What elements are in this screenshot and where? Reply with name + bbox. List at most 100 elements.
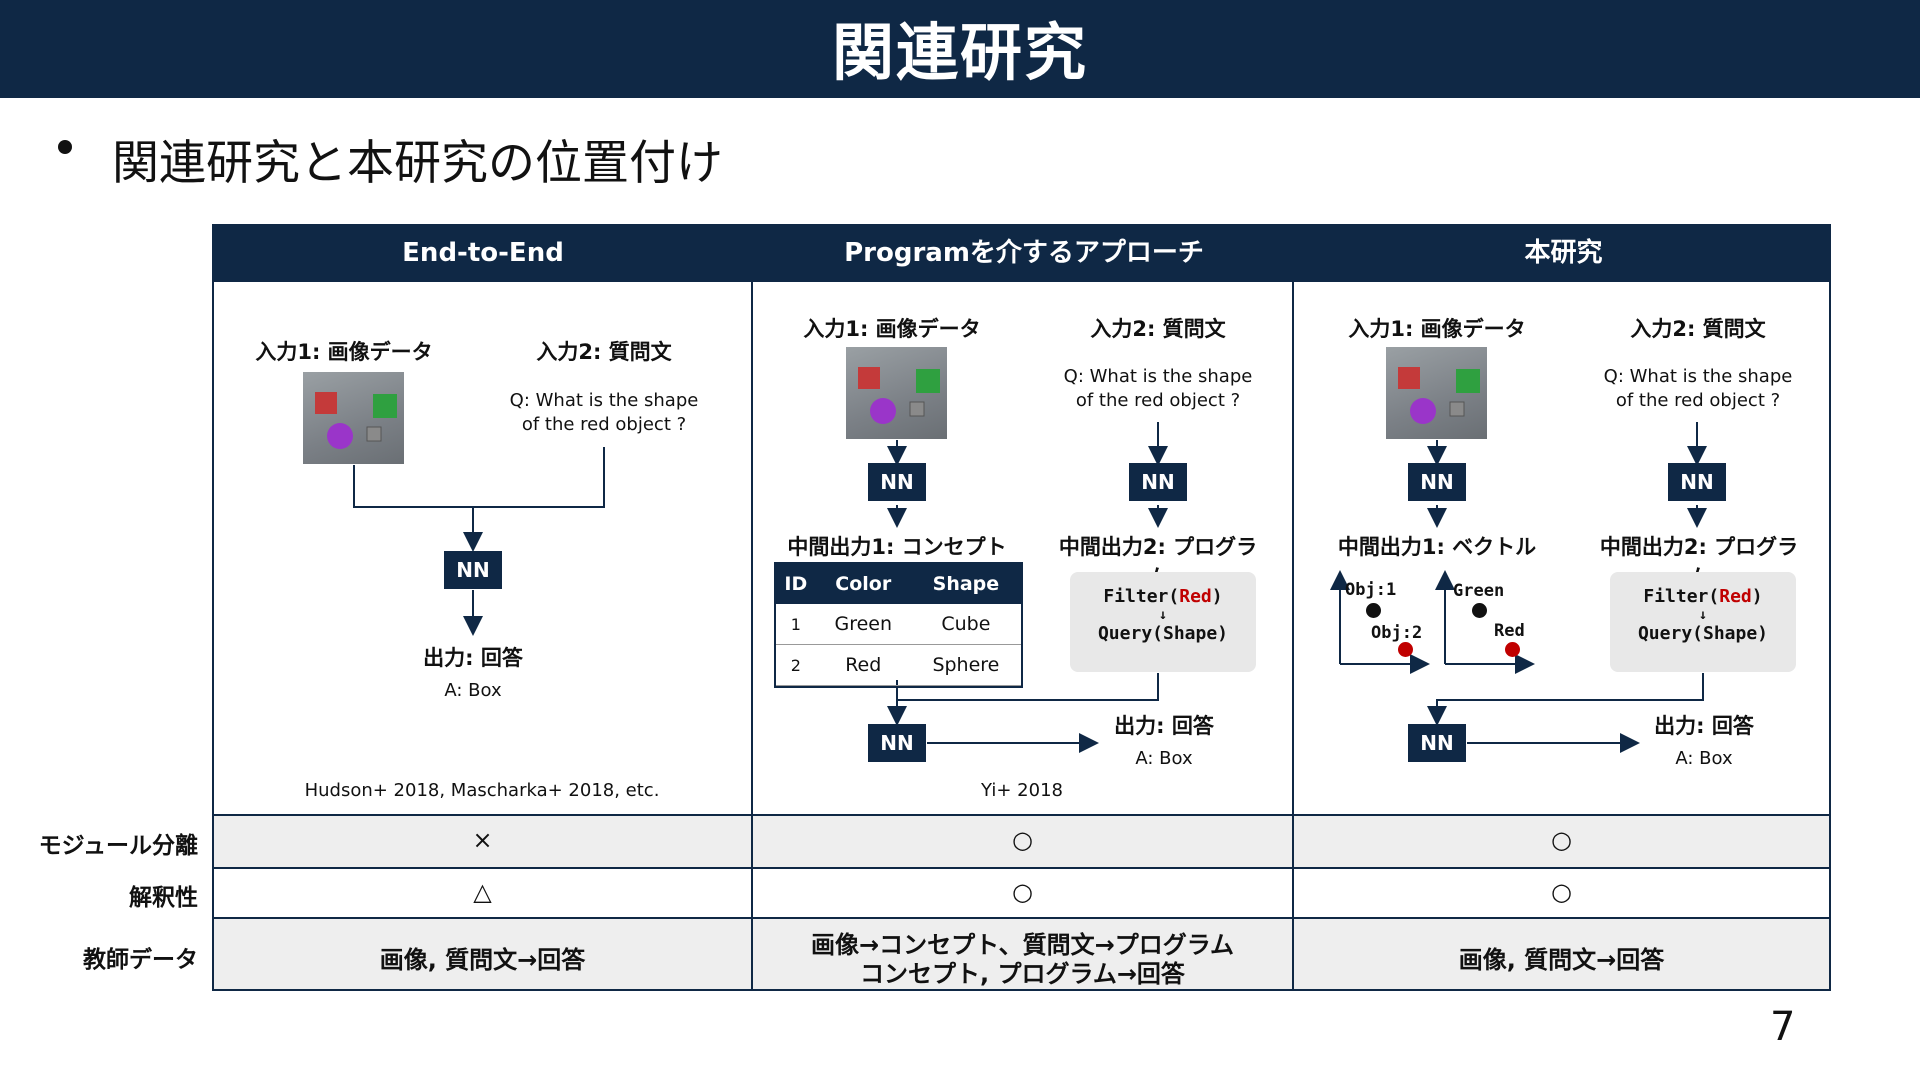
row-divider-2 [212, 867, 1831, 869]
module-program-mark: ○ [1012, 826, 1033, 854]
clevr-image [1386, 347, 1487, 439]
row-divider-3 [212, 917, 1831, 919]
program-query: Query(Shape) [1097, 623, 1229, 644]
ours-filter-arg: Red [1719, 586, 1752, 607]
page-title: 関連研究 [831, 16, 1088, 89]
ours-red-label: Red [1494, 621, 1525, 641]
ours-nn-box-3: NN [1408, 724, 1466, 762]
bullet-dot [58, 140, 72, 154]
ours-output-label: 出力: 回答 [1654, 714, 1754, 738]
table-row: 1 Green Cube [776, 604, 1021, 645]
col-head-e2e: End-to-End [402, 238, 564, 268]
interpret-e2e-mark: △ [473, 878, 492, 906]
supervision-ours: 画像, 質問文→回答 [1458, 946, 1665, 974]
obj2-point [1398, 642, 1413, 657]
col-divider-2 [1292, 224, 1294, 991]
program-output-label: 出力: 回答 [1114, 714, 1214, 738]
ours-green-label: Green [1453, 581, 1505, 601]
concept-cell: 2 [776, 644, 816, 686]
green-point [1472, 603, 1487, 618]
e2e-citation: Hudson+ 2018, Mascharka+ 2018, etc. [304, 780, 660, 801]
ours-mid2-label: 中間出力2: プログラム [1599, 535, 1799, 589]
ours-nn-box-2: NN [1668, 463, 1726, 501]
program-code-box: Filter(Red) ↓ Query(Shape) [1070, 572, 1256, 672]
program-question-line1: Q: What is the shape [1063, 366, 1253, 387]
e2e-nn-box: NN [444, 551, 502, 589]
module-e2e-mark: × [472, 826, 493, 854]
clevr-image [846, 347, 947, 439]
interpret-ours-mark: ○ [1551, 878, 1572, 906]
concept-col-color: Color [815, 564, 911, 604]
ours-code-box: Filter(Red) ↓ Query(Shape) [1610, 572, 1796, 672]
obj1-point [1366, 603, 1381, 618]
program-mid1-label: 中間出力1: コンセプト [787, 535, 1007, 559]
program-filter-line: Filter(Red) [1103, 586, 1223, 607]
clevr-scene-icon [858, 367, 940, 424]
concept-cell: 1 [776, 604, 816, 645]
clevr-scene-icon [1398, 367, 1480, 424]
module-ours-mark: ○ [1551, 826, 1572, 854]
e2e-answer: A: Box [444, 680, 502, 701]
title-bar [0, 0, 1920, 98]
program-question-line2: of the red object ? [1075, 390, 1241, 411]
ours-question-line1: Q: What is the shape [1603, 366, 1793, 387]
ours-query: Query(Shape) [1637, 623, 1769, 644]
col-divider-1 [751, 224, 753, 991]
ours-obj2-label: Obj:2 [1371, 623, 1423, 643]
concept-col-id: ID [776, 564, 816, 604]
e2e-input2-label: 入力2: 質問文 [536, 340, 672, 364]
e2e-input1-label: 入力1: 画像データ [255, 340, 433, 364]
supervision-e2e: 画像, 質問文→回答 [379, 946, 586, 974]
program-citation: Yi+ 2018 [981, 780, 1063, 801]
clevr-scene-icon [315, 392, 397, 449]
e2e-question-line1: Q: What is the shape [509, 390, 699, 411]
program-nn-box-3: NN [868, 724, 926, 762]
row-label-module: モジュール分離 [38, 833, 198, 859]
ours-mid1-label: 中間出力1: ベクトル [1337, 535, 1537, 559]
concept-col-shape: Shape [910, 564, 1021, 604]
col-head-program: Programを介するアプローチ [844, 238, 1204, 268]
program-answer: A: Box [1135, 748, 1193, 769]
supervision-row-bg [214, 919, 1829, 989]
program-filter-arg: Red [1179, 586, 1212, 607]
interpret-program-mark: ○ [1012, 878, 1033, 906]
program-input1-label: 入力1: 画像データ [803, 317, 981, 341]
concept-table-header: ID Color Shape [776, 564, 1021, 604]
concept-cell: Red [815, 644, 911, 686]
col-head-ours: 本研究 [1524, 238, 1603, 268]
ours-nn-box-1: NN [1408, 463, 1466, 501]
e2e-question-line2: of the red object ? [521, 414, 687, 435]
supervision-program-line2: コンセプト, プログラム→回答 [860, 960, 1185, 988]
comparison-table [212, 224, 1831, 991]
ours-filter-line: Filter(Red) [1643, 586, 1763, 607]
clevr-image [303, 372, 404, 464]
ours-question-line2: of the red object ? [1615, 390, 1781, 411]
program-filter: Filter [1103, 586, 1169, 607]
ours-answer: A: Box [1675, 748, 1733, 769]
bullet-text: 関連研究と本研究の位置付け [112, 136, 723, 191]
table-header: End-to-End Programを介するアプローチ 本研究 [212, 224, 1831, 282]
ours-obj1-label: Obj:1 [1345, 580, 1397, 600]
row-label-supervision: 教師データ [83, 947, 198, 973]
table-row: 2 Red Sphere [776, 644, 1021, 686]
red-point [1505, 642, 1520, 657]
row-label-interpret: 解釈性 [129, 885, 198, 911]
ours-input1-label: 入力1: 画像データ [1348, 317, 1526, 341]
ours-input2-label: 入力2: 質問文 [1630, 317, 1766, 341]
program-input2-label: 入力2: 質問文 [1090, 317, 1226, 341]
supervision-program-line1: 画像→コンセプト、質問文→プログラム [810, 931, 1235, 959]
e2e-output-label: 出力: 回答 [423, 646, 523, 670]
concept-cell: Sphere [910, 644, 1021, 686]
ours-arrow: ↓ [1698, 607, 1708, 623]
program-nn-box-1: NN [868, 463, 926, 501]
row-divider-1 [212, 814, 1831, 816]
program-nn-box-2: NN [1129, 463, 1187, 501]
concept-cell: Cube [910, 604, 1021, 645]
page-number: 7 [1770, 1004, 1796, 1050]
ours-filter: Filter [1643, 586, 1709, 607]
program-arrow: ↓ [1158, 607, 1168, 623]
concept-cell: Green [815, 604, 911, 645]
concept-table: ID Color Shape 1 Green Cube 2 Red Sphere [774, 562, 1023, 688]
module-row-bg [214, 816, 1829, 867]
